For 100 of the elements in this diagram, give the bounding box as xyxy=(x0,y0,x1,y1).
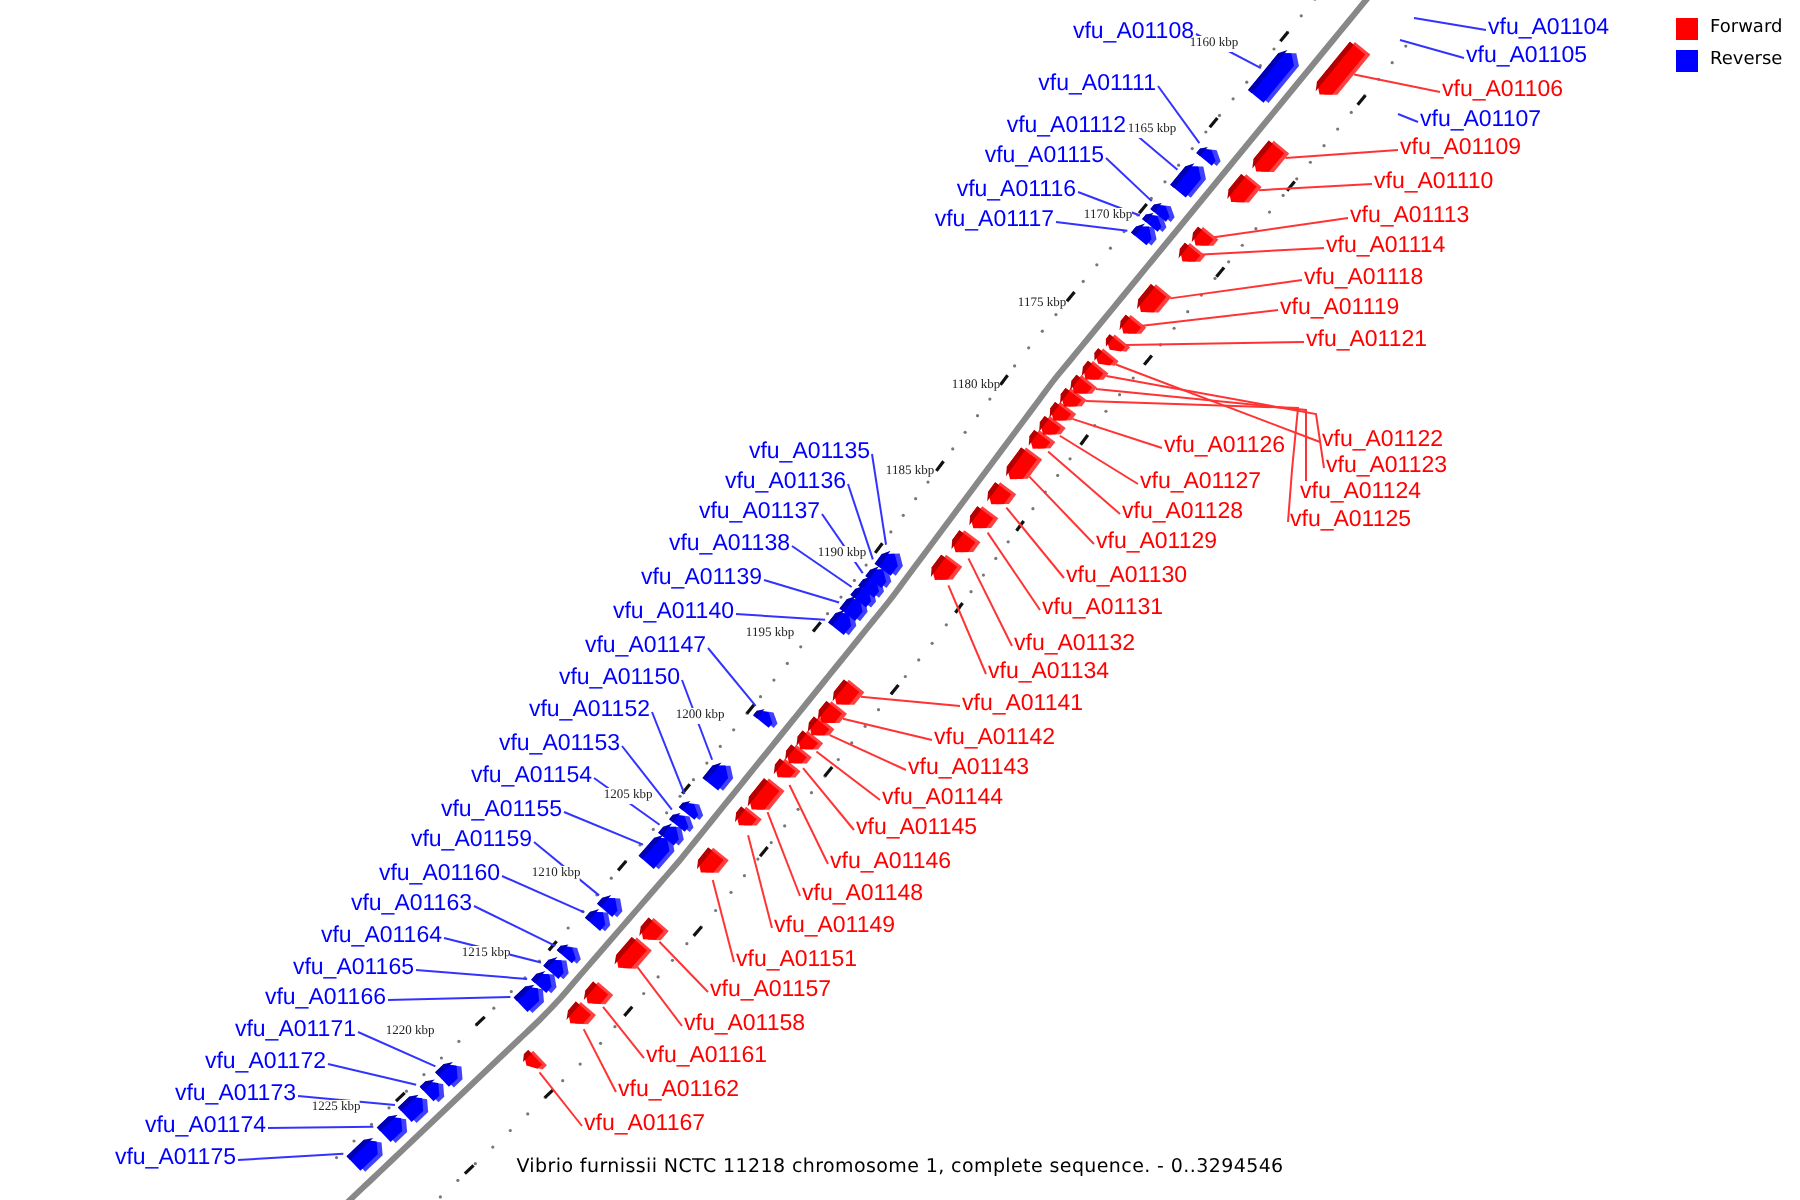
gene-label: vfu_A01164 xyxy=(320,923,442,949)
gene-block xyxy=(817,701,847,724)
leader-line xyxy=(763,579,841,604)
gene-label: vfu_A01122 xyxy=(1322,427,1444,453)
gene-label: vfu_A01126 xyxy=(1164,433,1286,459)
leader-line xyxy=(1077,191,1141,217)
gene-block xyxy=(513,984,544,1013)
leader-line xyxy=(1141,309,1279,327)
leader-line xyxy=(1124,341,1305,346)
gene-block xyxy=(807,716,835,736)
gene-label: vfu_A01124 xyxy=(1300,479,1422,505)
leader-line xyxy=(1157,85,1201,145)
gene-label: vfu_A01121 xyxy=(1306,327,1428,353)
gene-block xyxy=(346,1137,383,1172)
gene-label: vfu_A01142 xyxy=(934,725,1056,751)
gene-label: vfu_A01173 xyxy=(174,1081,296,1107)
gene-label: vfu_A01148 xyxy=(802,881,924,907)
gene-block xyxy=(951,530,981,553)
gene-block xyxy=(735,806,762,826)
leader-line xyxy=(986,531,1041,611)
gene-label: vfu_A01166 xyxy=(264,985,386,1011)
leader-line xyxy=(707,647,757,707)
gene-label: vfu_A01144 xyxy=(882,785,1004,811)
gene-block xyxy=(1070,374,1097,394)
gene-block xyxy=(1315,41,1371,95)
leader-line xyxy=(802,767,855,831)
leader-line xyxy=(1028,475,1095,545)
leader-line xyxy=(735,613,827,621)
gene-label: vfu_A01158 xyxy=(684,1011,806,1037)
leader-line xyxy=(947,584,987,675)
gene-label: vfu_A01131 xyxy=(1042,595,1164,621)
leader-line xyxy=(842,717,933,741)
leader-line xyxy=(766,811,801,897)
gene-label: vfu_A01153 xyxy=(498,731,620,757)
gene-label: vfu_A01117 xyxy=(934,207,1054,233)
gene-label: vfu_A01134 xyxy=(988,659,1110,685)
gene-label: vfu_A01105 xyxy=(1466,43,1588,69)
leader-line xyxy=(1397,113,1419,123)
gene-label: vfu_A01115 xyxy=(984,143,1104,169)
leader-line xyxy=(788,783,829,865)
gene-block xyxy=(1094,348,1119,366)
leader-line xyxy=(1084,399,1300,523)
gene-label: vfu_A01136 xyxy=(724,469,846,495)
gene-label: vfu_A01151 xyxy=(736,947,858,973)
gene-block xyxy=(969,506,999,529)
gene-label: vfu_A01139 xyxy=(640,565,762,591)
gene-label: vfu_A01108 xyxy=(1072,19,1194,45)
leader-line xyxy=(327,1063,418,1086)
leader-line xyxy=(1071,417,1163,449)
leader-line xyxy=(1399,39,1465,59)
gene-label: vfu_A01146 xyxy=(830,849,952,875)
legend-label: Forward xyxy=(1710,18,1783,40)
gene-label: vfu_A01138 xyxy=(668,531,790,557)
leader-line xyxy=(747,834,773,929)
gene-label: vfu_A01109 xyxy=(1400,135,1522,161)
gene-block xyxy=(1039,415,1066,435)
gene-block xyxy=(702,762,734,791)
leader-line xyxy=(1201,247,1325,256)
leader-line xyxy=(847,483,874,561)
gene-label: vfu_A01116 xyxy=(956,177,1076,203)
leader-line xyxy=(967,557,1013,647)
gene-block xyxy=(1248,49,1299,103)
gene-block xyxy=(987,482,1017,505)
gene-label: vfu_A01174 xyxy=(144,1113,266,1139)
leader-line xyxy=(582,1028,617,1093)
gene-label: vfu_A01130 xyxy=(1066,563,1188,589)
leader-line xyxy=(501,875,586,914)
leader-line xyxy=(791,545,853,588)
leader-line xyxy=(1258,183,1373,192)
gene-label: vfu_A01141 xyxy=(962,691,1084,717)
gene-label: vfu_A01152 xyxy=(528,697,650,723)
gene-label: vfu_A01137 xyxy=(698,499,820,525)
leader-line xyxy=(621,745,673,811)
leader-line xyxy=(297,1095,396,1106)
gene-block xyxy=(796,730,824,750)
gene-block xyxy=(785,744,812,764)
gene-label: vfu_A01157 xyxy=(710,977,832,1003)
gene-block xyxy=(614,937,652,969)
gene-label: vfu_A01155 xyxy=(440,797,562,823)
gene-block xyxy=(1060,387,1087,407)
leader-line xyxy=(658,940,709,993)
gene-block xyxy=(828,610,857,636)
gene-block xyxy=(1137,284,1172,313)
gene-label: vfu_A01175 xyxy=(114,1145,236,1171)
leader-line xyxy=(1105,157,1153,203)
leader-line xyxy=(1169,279,1303,300)
gene-block xyxy=(1252,140,1290,172)
leader-line xyxy=(871,453,888,546)
gene-label: vfu_A01123 xyxy=(1326,453,1448,479)
gene-label: vfu_A01172 xyxy=(204,1049,326,1075)
gene-label: vfu_A01129 xyxy=(1096,529,1218,555)
gene-block xyxy=(1081,360,1109,380)
leader-line xyxy=(681,679,714,761)
gene-block xyxy=(1227,174,1262,203)
leader-line xyxy=(859,695,961,707)
gene-label: vfu_A01125 xyxy=(1290,507,1412,533)
gene-block xyxy=(376,1114,408,1143)
gene-label: vfu_A01167 xyxy=(584,1111,706,1137)
leader-line xyxy=(563,811,644,846)
leader-line xyxy=(1284,149,1399,159)
